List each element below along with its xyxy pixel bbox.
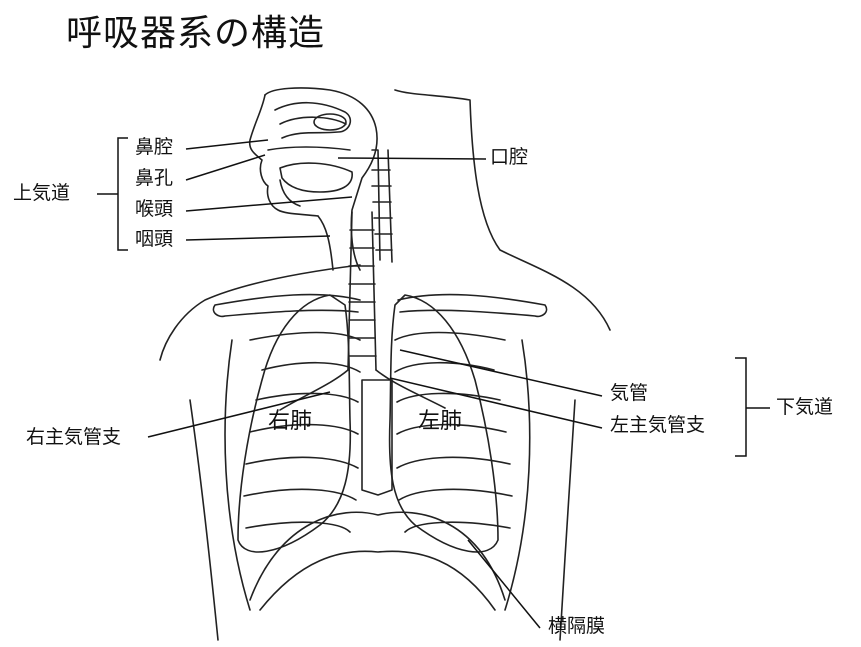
- right-main-bronchus-label: 右主気管支: [26, 428, 121, 447]
- lower-airway-bracket: [735, 358, 746, 456]
- neck-front: [318, 216, 333, 270]
- trachea-label: 気管: [610, 384, 648, 403]
- larynx-label: 喉頭: [135, 200, 173, 219]
- right-lung-label: 右肺: [268, 411, 312, 433]
- pharynx-label: 咽頭: [135, 230, 173, 249]
- face-profile: [250, 95, 318, 216]
- neck-back: [395, 90, 610, 330]
- upper-airway-label: 上気道: [13, 184, 70, 203]
- upper-airway-bracket: [118, 138, 128, 250]
- left-main-bronchus-label: 左主気管支: [610, 416, 705, 435]
- lower-airway-label: 下気道: [776, 398, 833, 417]
- page-title: 呼吸器系の構造: [66, 4, 325, 56]
- nostril-label: 鼻孔: [135, 169, 173, 188]
- diaphragm-label: 横隔膜: [548, 617, 605, 636]
- oral-cavity-label: 口腔: [490, 148, 528, 167]
- trachea-shape: [348, 212, 376, 370]
- left-lung-label: 左肺: [418, 411, 462, 433]
- nasal-cavity-label: 鼻腔: [135, 138, 173, 157]
- diaphragm-shape: [250, 512, 505, 600]
